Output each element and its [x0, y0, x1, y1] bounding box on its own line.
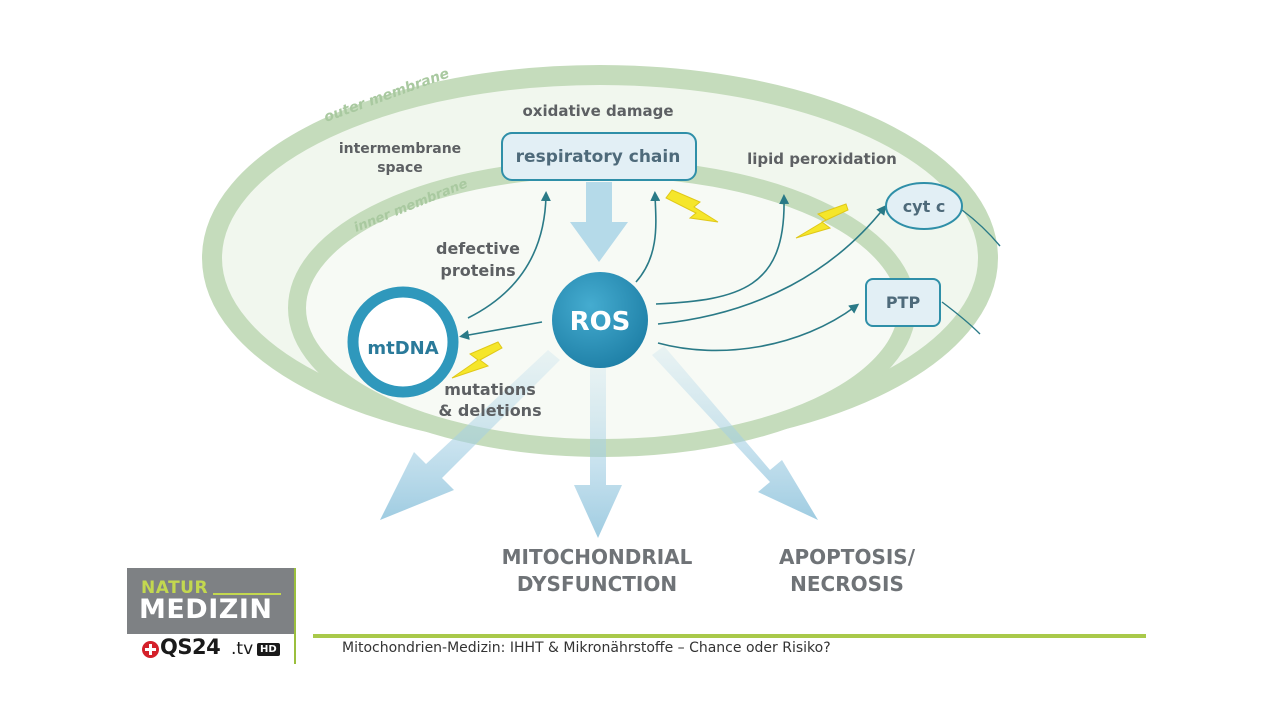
logo-medizin-text: MEDIZIN	[139, 594, 273, 625]
ptp-exit-line	[941, 301, 981, 335]
arrow-ros-oxidative-damage	[635, 191, 661, 283]
mutations-label-line1: mutations	[444, 380, 536, 399]
arrow-to-left-outcome	[380, 350, 560, 520]
cyt-c-label: cyt c	[903, 197, 946, 216]
ticker-headline: Mitochondrien-Medizin: IHHT & Mikronährs…	[342, 640, 831, 656]
logo-tv-text: .tv	[231, 639, 254, 659]
logo-bottom-panel: QS24 .tv HD	[127, 634, 296, 664]
ptp-label: PTP	[886, 293, 921, 312]
logo-top-panel: NATUR MEDIZIN	[127, 568, 296, 634]
mtdna-node	[347, 286, 459, 398]
lightning-icon	[451, 341, 503, 379]
hd-badge: HD	[257, 643, 280, 656]
respiratory-chain-label: respiratory chain	[516, 147, 681, 167]
ticker-accent-line	[313, 634, 1146, 638]
mitochondrial-dysfunction-label-line1: MITOCHONDRIAL	[502, 545, 693, 569]
arrow-to-ptp	[657, 303, 860, 352]
defective-proteins-label-line2: proteins	[440, 261, 515, 280]
cyt-c-exit-line	[961, 209, 1001, 247]
ptp-box	[865, 278, 941, 327]
arrow-ros-to-mtdna	[459, 321, 543, 340]
oxidative-damage-label: oxidative damage	[523, 102, 674, 120]
logo-natur-text: NATUR	[141, 578, 209, 598]
arrow-defective-proteins	[467, 191, 551, 319]
logo-divider	[213, 593, 281, 595]
logo-brand-text: QS24	[160, 635, 221, 659]
ros-label: ROS	[570, 307, 631, 337]
intermembrane-space-label-line1: intermembrane	[339, 141, 461, 157]
defective-proteins-label-line1: defective	[436, 239, 520, 258]
logo-accent-edge	[294, 568, 296, 664]
lightning-icon	[795, 203, 849, 239]
ros-node	[552, 272, 648, 368]
intermembrane-space-label-line2: space	[377, 160, 423, 176]
channel-logo: NATUR MEDIZIN QS24 .tv HD	[127, 568, 296, 664]
arrow-lipid-peroxidation	[655, 194, 790, 305]
arrow-to-cyt-c	[657, 204, 887, 325]
arrow-to-mitochondrial-dysfunction	[574, 362, 622, 538]
respiratory-chain-box	[501, 132, 697, 181]
mtdna-label: mtDNA	[367, 338, 438, 359]
cyt-c-node	[885, 182, 963, 230]
apoptosis-label-line1: APOPTOSIS/	[779, 545, 916, 569]
lipid-peroxidation-label: lipid peroxidation	[747, 150, 897, 168]
mitochondrial-dysfunction-label-line2: DYSFUNCTION	[517, 572, 677, 596]
swiss-cross-icon	[142, 641, 159, 658]
mutations-label-line2: & deletions	[438, 401, 541, 420]
apoptosis-label-line2: NECROSIS	[790, 572, 904, 596]
lightning-icon	[665, 189, 719, 223]
arrow-to-apoptosis	[652, 346, 818, 520]
arrow-chain-to-ros	[570, 182, 628, 262]
